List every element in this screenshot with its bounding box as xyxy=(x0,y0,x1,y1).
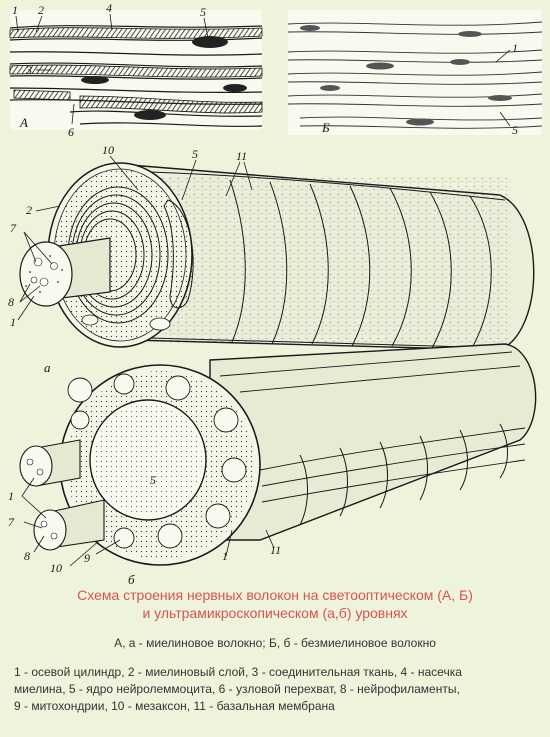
panel-label-b: б xyxy=(128,572,135,587)
label-a-8: 8 xyxy=(8,295,14,309)
nerve-fiber-diagram: А Б а б 1 2 4 5 3 6 1 5 10 5 11 2 7 8 1 … xyxy=(8,1,543,587)
figure-subcaption: А, а - миелиновое волокно; Б, б - безмие… xyxy=(114,636,436,650)
label-B-5: 5 xyxy=(512,123,518,137)
label-B-1: 1 xyxy=(512,41,518,55)
label-a-7: 7 xyxy=(10,221,17,235)
label-a-1: 1 xyxy=(10,315,16,329)
label-A-5: 5 xyxy=(200,5,206,19)
label-A-4: 4 xyxy=(106,1,112,15)
figure-legend: 1 - осевой цилиндр, 2 - миелиновый слой,… xyxy=(14,664,540,715)
panel-label-a: а xyxy=(44,360,51,375)
legend-line-2: миелина, 5 - ядро нейролеммоцита, 6 - уз… xyxy=(14,682,460,696)
label-A-6: 6 xyxy=(68,125,74,139)
label-b-1: 1 xyxy=(8,489,14,503)
panel-b-unmyelinated-fiber-3d xyxy=(19,343,537,567)
panel-a-myelinated-fiber-3d xyxy=(17,155,535,351)
label-A-2: 2 xyxy=(38,3,44,17)
label-b-1-axon: 1 xyxy=(222,549,228,563)
label-b-11: 11 xyxy=(270,543,281,557)
panel-label-B: Б xyxy=(321,120,330,135)
figure-caption: Схема строения нервных волокон на светоо… xyxy=(0,586,550,622)
legend-line-3: 9 - митохондрии, 10 - мезаксон, 11 - баз… xyxy=(14,699,335,713)
panel-A-myelinated-fibers xyxy=(9,10,263,130)
caption-line-1: Схема строения нервных волокон на светоо… xyxy=(77,587,473,603)
label-b-10: 10 xyxy=(50,561,62,575)
label-A-3: 3 xyxy=(25,63,32,77)
panel-label-A: А xyxy=(19,115,28,130)
label-a-5: 5 xyxy=(192,147,198,161)
label-a-10: 10 xyxy=(102,143,114,157)
caption-line-2: и ультрамикроскопическом (а,б) уровнях xyxy=(142,605,408,621)
label-b-8: 8 xyxy=(24,549,30,563)
label-b-9: 9 xyxy=(84,551,90,565)
legend-line-1: 1 - осевой цилиндр, 2 - миелиновый слой,… xyxy=(14,665,462,679)
label-a-11: 11 xyxy=(236,149,247,163)
label-A-1: 1 xyxy=(12,3,18,17)
label-b-7: 7 xyxy=(8,515,15,529)
diagram-labels: А Б а б 1 2 4 5 3 6 1 5 10 5 11 2 7 8 1 … xyxy=(8,1,518,587)
panel-B-unmyelinated-fibers xyxy=(287,10,543,135)
label-a-2: 2 xyxy=(26,203,32,217)
label-b-5: 5 xyxy=(150,473,156,487)
